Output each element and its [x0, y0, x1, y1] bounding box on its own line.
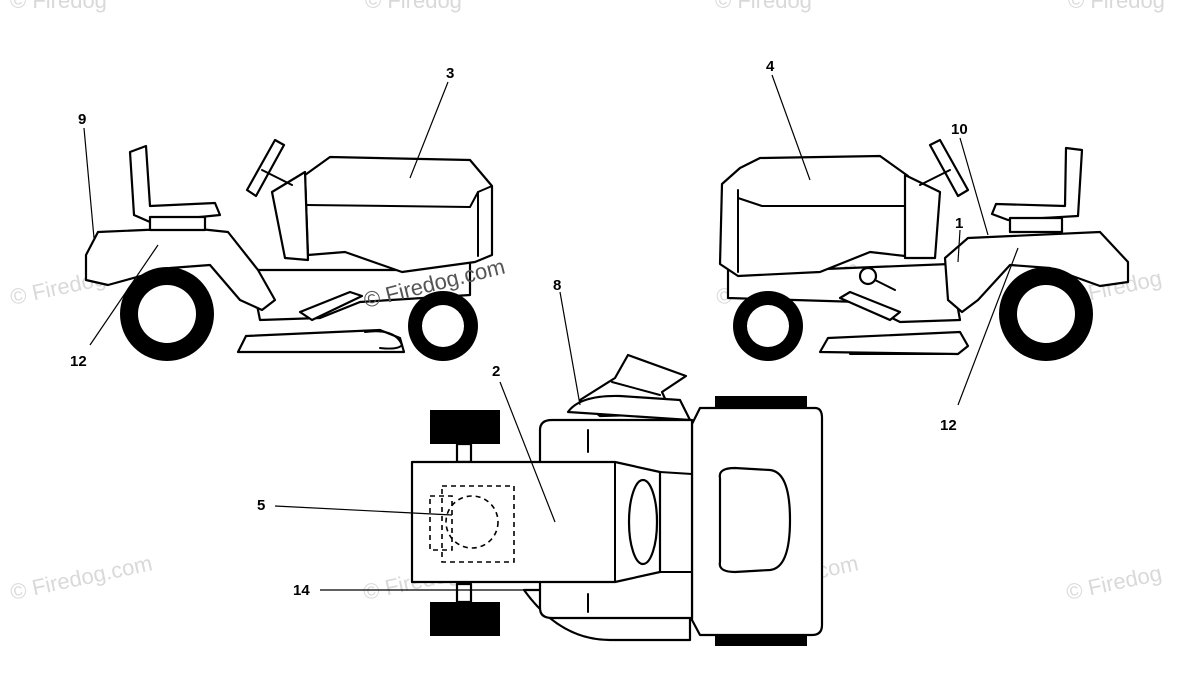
rear-fender [943, 230, 1130, 314]
leader-2 [499, 381, 556, 523]
callout-1: 1 [955, 215, 963, 232]
front-wheel-hub [747, 305, 789, 347]
seat-base [1008, 216, 1064, 234]
dash [270, 170, 310, 262]
seat-top [718, 466, 792, 574]
leader-4 [771, 74, 811, 181]
axle [455, 582, 473, 604]
seat [990, 146, 1084, 222]
dash [903, 173, 942, 260]
chute-line [611, 381, 661, 396]
leader-lines [83, 74, 1019, 591]
watermark: © Firedog.com [8, 550, 155, 605]
hood [718, 154, 910, 278]
leader-5 [274, 505, 453, 516]
hood-line [305, 191, 479, 208]
pedal [298, 290, 364, 322]
callout-9: 9 [78, 111, 86, 128]
hood-line [737, 197, 907, 207]
pedal [838, 290, 902, 322]
leader-3 [409, 81, 449, 179]
mower-deck [818, 330, 970, 356]
front-wheel-top [430, 602, 500, 636]
rear-wheel-top [715, 396, 807, 410]
front-wheel-top [430, 410, 500, 444]
callout-12-right: 12 [940, 417, 957, 434]
decal-outline [429, 495, 453, 551]
callout-8: 8 [553, 277, 561, 294]
callout-14: 14 [293, 582, 310, 599]
decal-outline [441, 485, 515, 563]
watermark: © Firedog [715, 0, 812, 13]
leader-12-left [89, 244, 159, 346]
leader-12-right [957, 247, 1019, 406]
mower-deck [236, 328, 406, 354]
callout-4: 4 [766, 58, 775, 75]
leader-8 [559, 291, 581, 406]
rear-wheel-hub [1017, 285, 1075, 343]
hood-top [410, 460, 662, 584]
callout-labels: 3 9 12 4 10 1 12 8 2 5 14 [70, 58, 968, 599]
hood [303, 155, 494, 274]
callout-5: 5 [257, 497, 265, 514]
leader-9 [83, 127, 95, 239]
steering-wheel [245, 138, 286, 198]
watermark: © Firedog [365, 0, 462, 13]
axle [455, 442, 473, 464]
callout-10: 10 [951, 121, 968, 138]
rear-wheel-hub [138, 285, 196, 343]
seat [128, 144, 222, 224]
callout-12-left: 12 [70, 353, 87, 370]
tractor-left-side-view [84, 138, 494, 361]
lever [874, 279, 896, 291]
watermark: © Firedog [1068, 0, 1165, 13]
watermark: © Firedog [1064, 560, 1164, 605]
callout-3: 3 [446, 65, 454, 82]
dash-top [659, 471, 693, 573]
leader-10 [959, 137, 989, 236]
watermark: © Firedog [10, 0, 107, 13]
deck-chute [364, 330, 403, 350]
lever-knob [858, 266, 878, 286]
tractor-right-side-view [718, 138, 1130, 361]
callout-2: 2 [492, 363, 500, 380]
seat-base [148, 215, 207, 232]
leader-1 [957, 229, 961, 263]
hood-grille [477, 185, 493, 257]
steering-column [919, 169, 951, 186]
decal-outline-circle [445, 495, 499, 549]
tractor-top-view [410, 353, 824, 646]
mower-deck-top [566, 394, 692, 422]
steering-wheel [928, 138, 970, 198]
steering-wheel-top [627, 478, 659, 566]
steering-column [261, 169, 293, 186]
front-wheel-hub [422, 305, 464, 347]
